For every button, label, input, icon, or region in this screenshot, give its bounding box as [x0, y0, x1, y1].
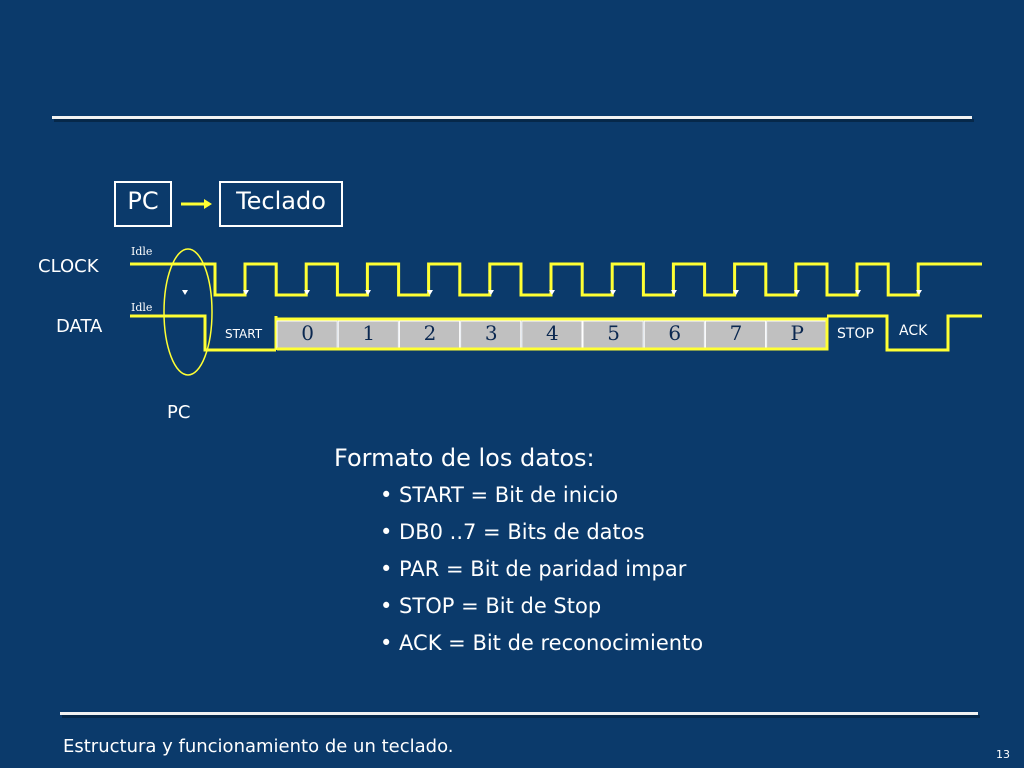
- clock-edge-marker: [855, 290, 861, 295]
- bit-label-6: 6: [668, 321, 681, 345]
- clock-edge-marker: [733, 290, 739, 295]
- bit-label-P: P: [790, 321, 803, 345]
- clock-edge-marker: [549, 290, 555, 295]
- bit-label-0: 0: [301, 321, 314, 345]
- pc-box: PC: [114, 181, 172, 227]
- bit-label-5: 5: [607, 321, 620, 345]
- format-item-ack: • ACK = Bit de reconocimiento: [380, 631, 704, 655]
- top-divider: [52, 116, 972, 119]
- footer-title: Estructura y funcionamiento de un teclad…: [63, 736, 454, 757]
- bit-cell-7: [704, 320, 767, 349]
- clock-edge-marker: [916, 290, 922, 295]
- bit-label-1: 1: [362, 321, 375, 345]
- clock-waveform: [130, 262, 982, 297]
- bit-label-3: 3: [485, 321, 498, 345]
- start-bit-label: START: [225, 327, 263, 341]
- direction-arrowhead: [204, 199, 212, 209]
- format-item-start: • START = Bit de inicio: [380, 483, 619, 507]
- data-label: DATA: [56, 316, 103, 337]
- clock-edge-marker: [610, 290, 616, 295]
- data-line-end: [827, 314, 982, 352]
- bit-label-4: 4: [546, 321, 559, 345]
- format-item-data: • DB0 ..7 = Bits de datos: [380, 520, 645, 544]
- clock-edge-marker: [182, 290, 188, 295]
- data-frame-outline: [277, 317, 829, 351]
- pc-drive-label: PC: [167, 402, 191, 423]
- idle-clock-label: Idle: [131, 245, 153, 258]
- data-line-start: [130, 314, 276, 352]
- bit-label-2: 2: [424, 321, 437, 345]
- clock-edge-marker: [427, 290, 433, 295]
- format-item-parity: • PAR = Bit de paridad impar: [380, 557, 687, 581]
- bit-cell-2: [398, 320, 461, 349]
- clock-edge-marker: [794, 290, 800, 295]
- keyboard-box: Teclado: [219, 181, 343, 227]
- clock-label: CLOCK: [38, 256, 99, 277]
- bit-cell-5: [582, 320, 644, 349]
- clock-edge-marker: [671, 290, 677, 295]
- clock-edge-marker: [243, 290, 249, 295]
- format-item-stop: • STOP = Bit de Stop: [380, 594, 602, 618]
- page-number: 13: [996, 748, 1010, 761]
- bottom-divider: [60, 712, 978, 715]
- pc-drive-ellipse: [163, 248, 213, 376]
- clock-edge-marker: [304, 290, 310, 295]
- idle-data-label: Idle: [131, 301, 153, 314]
- bit-cell-3: [460, 320, 522, 349]
- bit-label-7: 7: [730, 321, 743, 345]
- clock-edge-marker: [488, 290, 494, 295]
- ack-bit-label: ACK: [899, 323, 928, 339]
- stop-bit-label: STOP: [837, 326, 874, 342]
- format-title: Formato de los datos:: [334, 444, 595, 472]
- clock-edge-marker: [365, 290, 371, 295]
